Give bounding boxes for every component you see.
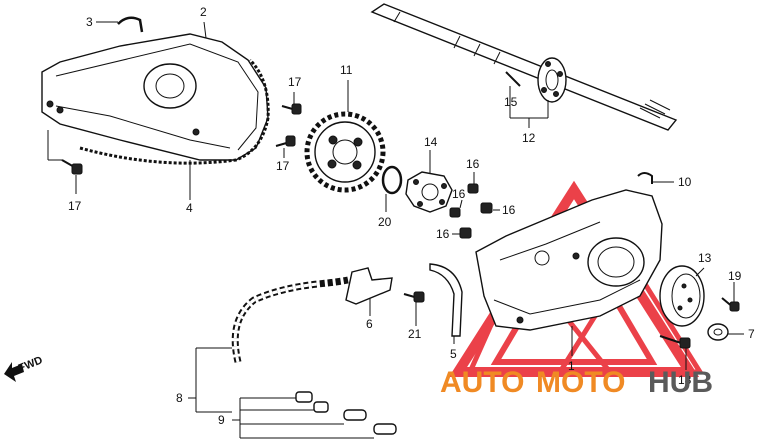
master-link [295,391,397,435]
clip-10 [637,172,653,184]
leader-lines [47,21,744,439]
retaining-ring [381,165,403,195]
label-part-6: 6 [366,317,373,331]
label-part-15: 15 [504,95,518,109]
watermark-moto: MOTO [536,366,625,399]
bolt-17-mid [275,135,296,147]
sprocket [304,111,386,193]
label-part-7: 7 [748,327,755,341]
label-part-17-left: 17 [68,199,82,213]
label-part-8: 8 [176,391,183,405]
nut-16-b [449,207,461,218]
part-labels: 3 2 17 4 17 17 11 20 14 16 16 16 16 15 1… [68,5,755,427]
clip-part [117,16,144,33]
label-part-18: 18 [678,373,692,387]
drum-cap [659,265,705,327]
label-part-11: 11 [340,63,353,77]
label-part-12: 12 [522,131,536,145]
label-part-14: 14 [424,135,438,149]
label-part-16-d: 16 [436,227,450,241]
stud-bolt [505,71,521,87]
drive-chain [79,58,270,165]
label-part-21: 21 [408,327,422,341]
watermark-auto: AUTO [440,366,524,399]
nut-16-a [467,183,479,194]
label-part-2: 2 [200,5,207,19]
label-part-19: 19 [728,269,742,283]
nut-16-c [480,202,493,214]
chain-section [231,276,349,363]
fwd-direction-arrow: FWD [4,354,44,382]
chain-slider [345,267,393,305]
bolt-17-top [281,103,302,115]
sprocket-hub [405,171,453,213]
watermark-logo: AUTO MOTO HUB [440,366,713,399]
label-part-1: 1 [568,359,575,373]
label-part-17-mid: 17 [276,159,290,173]
label-part-16-a: 16 [466,157,480,171]
watermark-hub: HUB [648,366,713,399]
chain-case-upper [41,33,269,161]
label-part-17-top: 17 [288,75,302,89]
label-part-5: 5 [450,347,457,361]
label-part-20: 20 [378,215,392,229]
bolt-18 [659,335,691,349]
bolt-17-left [61,159,83,175]
fwd-label: FWD [17,354,45,375]
rear-axle [370,3,678,131]
label-part-9: 9 [218,413,225,427]
chain-guide [429,263,463,337]
label-part-16-b: 16 [452,187,466,201]
label-part-13: 13 [698,251,712,265]
bolt-21 [403,291,425,303]
label-part-4: 4 [186,201,193,215]
label-part-3: 3 [86,15,93,29]
washer-7 [707,323,729,341]
nut-16-d [459,227,472,239]
chain-cover [475,189,663,331]
bolt-19 [721,297,740,312]
label-part-16-c: 16 [502,203,516,217]
label-part-10: 10 [678,175,692,189]
